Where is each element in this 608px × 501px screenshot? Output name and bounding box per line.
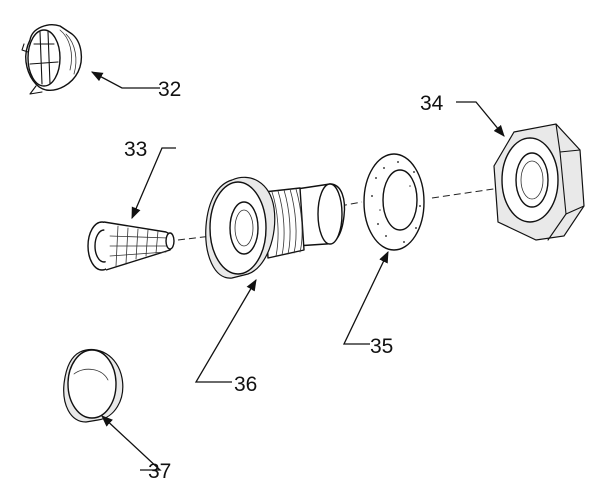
callout-36-label: 36 [234,373,257,396]
callout-33: 33 [124,138,176,220]
callout-32-label: 32 [158,78,181,101]
part-33-strainer [87,221,175,271]
callout-35: 35 [342,250,393,358]
part-34-hex-nut [493,123,585,241]
callout-37: 37 [101,415,171,483]
callout-33-label: 33 [124,138,147,161]
part-37-cap [63,348,124,423]
callout-34-label: 34 [420,92,444,115]
part-32-clip [21,24,83,95]
callout-36: 36 [194,278,257,396]
callout-34: 34 [420,92,505,137]
callout-35-label: 35 [370,335,393,358]
part-35-gasket [363,153,425,251]
callout-32: 32 [90,71,181,101]
part-36-threaded-fitting [205,176,346,279]
callout-37-label: 37 [148,460,171,483]
